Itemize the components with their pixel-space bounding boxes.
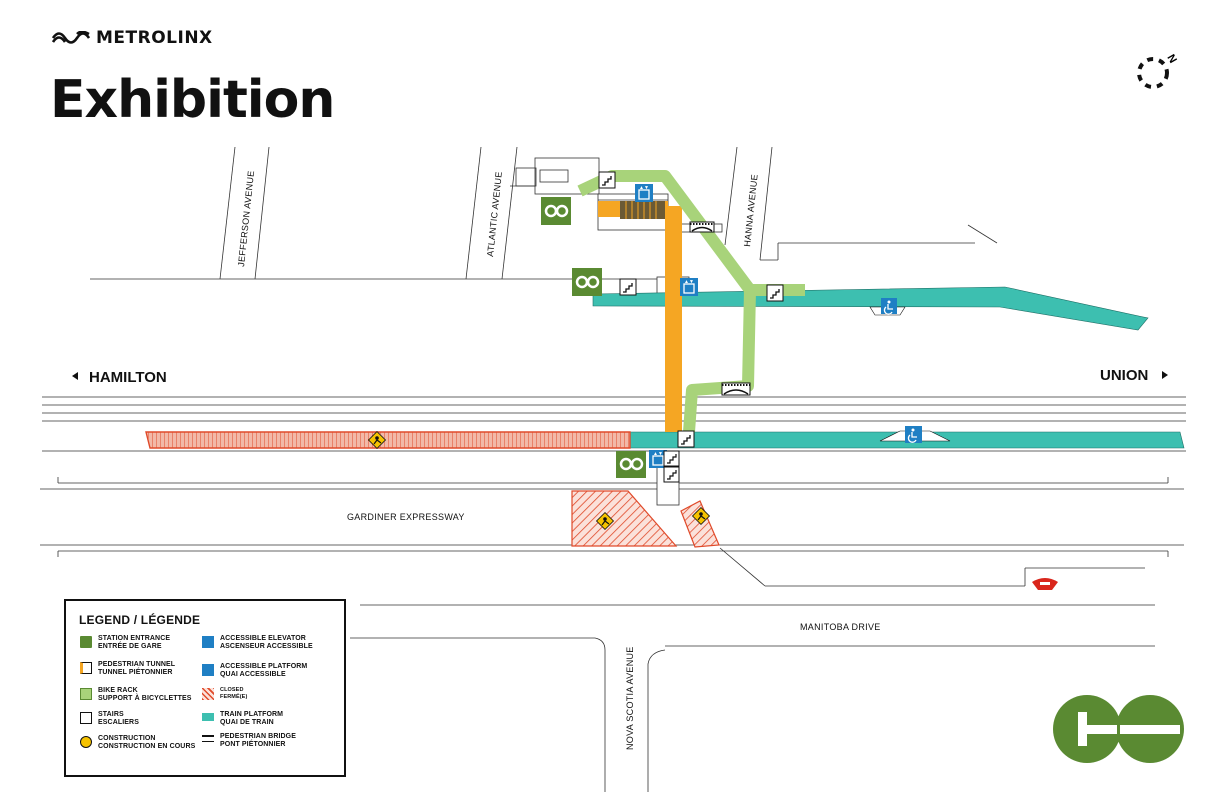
north-compass-icon: N <box>1137 53 1179 89</box>
legend-title: LEGEND / LÉGENDE <box>79 613 201 627</box>
street-label-atlantic: ATLANTIC AVENUE <box>485 171 504 257</box>
pedestrian-bridge-icon <box>721 382 751 396</box>
legend-label: TRAIN PLATFORM <box>220 711 284 718</box>
pedestrian-bridge-icon <box>689 221 715 233</box>
legend-label: PEDESTRIAN TUNNEL <box>98 661 176 668</box>
legend-label-fr: QUAI ACCESSIBLE <box>220 671 286 678</box>
street-label-hanna: HANNA AVENUE <box>742 174 760 248</box>
page-title: Exhibition <box>50 70 335 130</box>
brand-name: METROLINX <box>96 28 213 48</box>
ttc-streetcar-icon <box>1032 578 1058 590</box>
accessible-elevator-icon: ▲▼ <box>680 278 698 296</box>
stairs-icon <box>80 712 92 724</box>
legend-label: STAIRS <box>98 711 124 718</box>
north-platform <box>592 286 1149 331</box>
construction-icon <box>367 430 387 450</box>
stairs-icon <box>677 430 695 448</box>
accessible-elevator-icon <box>202 636 214 648</box>
legend-label-fr: QUAI DE TRAIN <box>220 719 274 726</box>
legend-label: BIKE RACK <box>98 687 138 694</box>
accessible-elevator-icon: ▲▼ <box>635 184 653 202</box>
legend-label-fr: ASCENSEUR ACCESSIBLE <box>220 643 313 650</box>
legend-label-fr: PONT PIÉTONNIER <box>220 741 286 748</box>
legend-label: STATION ENTRANCE <box>98 635 171 642</box>
street-label-nova-scotia: NOVA SCOTIA AVENUE <box>625 646 635 750</box>
legend-label: CLOSED <box>220 687 244 693</box>
direction-west: HAMILTON <box>72 369 167 386</box>
legend-label-fr: TUNNEL PIÉTONNIER <box>98 669 173 676</box>
legend-label: CONSTRUCTION <box>98 735 156 742</box>
station-entrance-icon <box>80 636 92 648</box>
legend-label-fr: FERMÉ(E) <box>220 694 248 700</box>
legend-label-fr: ENTRÉE DE GARE <box>98 643 162 650</box>
stairs-icon <box>766 284 784 302</box>
pedestrian-bridge-icon <box>202 735 214 742</box>
construction-icon <box>691 506 711 526</box>
station-entrance-icon <box>616 451 646 478</box>
bike-rack-icon <box>80 688 92 700</box>
accessible-elevator-icon: ▲▼ <box>649 450 667 468</box>
closed-area-west <box>571 490 678 547</box>
metrolinx-wave-icon <box>52 31 90 44</box>
legend-label: PEDESTRIAN BRIDGE <box>220 733 296 740</box>
legend-label-fr: ESCALIERS <box>98 719 139 726</box>
metrolinx-brand: METROLINX <box>52 28 213 48</box>
pedestrian-tunnel <box>665 206 682 432</box>
stairs-icon <box>663 466 680 483</box>
accessible-platform-icon <box>869 298 906 316</box>
closed-platform-section <box>145 431 631 449</box>
go-transit-logo <box>1053 695 1184 763</box>
train-platform-icon <box>202 713 214 721</box>
svg-text:▲▼: ▲▼ <box>639 185 649 191</box>
station-entrance-icon <box>541 197 571 225</box>
pedestrian-tunnel-icon <box>80 662 92 674</box>
arrow-right-icon <box>1162 371 1168 379</box>
accessible-platform-icon <box>202 664 214 676</box>
legend-label-fr: SUPPORT À BICYCLETTES <box>98 695 192 702</box>
svg-text:▲▼: ▲▼ <box>653 451 663 457</box>
construction-icon <box>595 511 615 531</box>
legend-label: ACCESSIBLE ELEVATOR <box>220 635 306 642</box>
legend-label: ACCESSIBLE PLATFORM <box>220 663 308 670</box>
stairs-icon <box>598 171 616 189</box>
construction-icon <box>80 736 92 748</box>
accessible-platform-icon <box>879 426 951 443</box>
compass-north-letter: N <box>1164 53 1178 66</box>
station-entrance-icon <box>572 268 602 296</box>
direction-east-label: UNION <box>1100 367 1148 384</box>
stairs-icon <box>619 278 637 296</box>
direction-east: UNION <box>1100 367 1168 384</box>
street-label-manitoba: MANITOBA DRIVE <box>800 622 881 632</box>
svg-text:▲▼: ▲▼ <box>684 279 694 285</box>
stairs-icon <box>663 450 680 467</box>
direction-west-label: HAMILTON <box>89 369 167 386</box>
street-label-gardiner: GARDINER EXPRESSWAY <box>347 512 465 522</box>
arrow-left-icon <box>72 372 78 380</box>
legend-label-fr: CONSTRUCTION EN COURS <box>98 743 196 750</box>
closed-icon <box>202 688 214 700</box>
street-label-jefferson: JEFFERSON AVENUE <box>236 170 256 267</box>
